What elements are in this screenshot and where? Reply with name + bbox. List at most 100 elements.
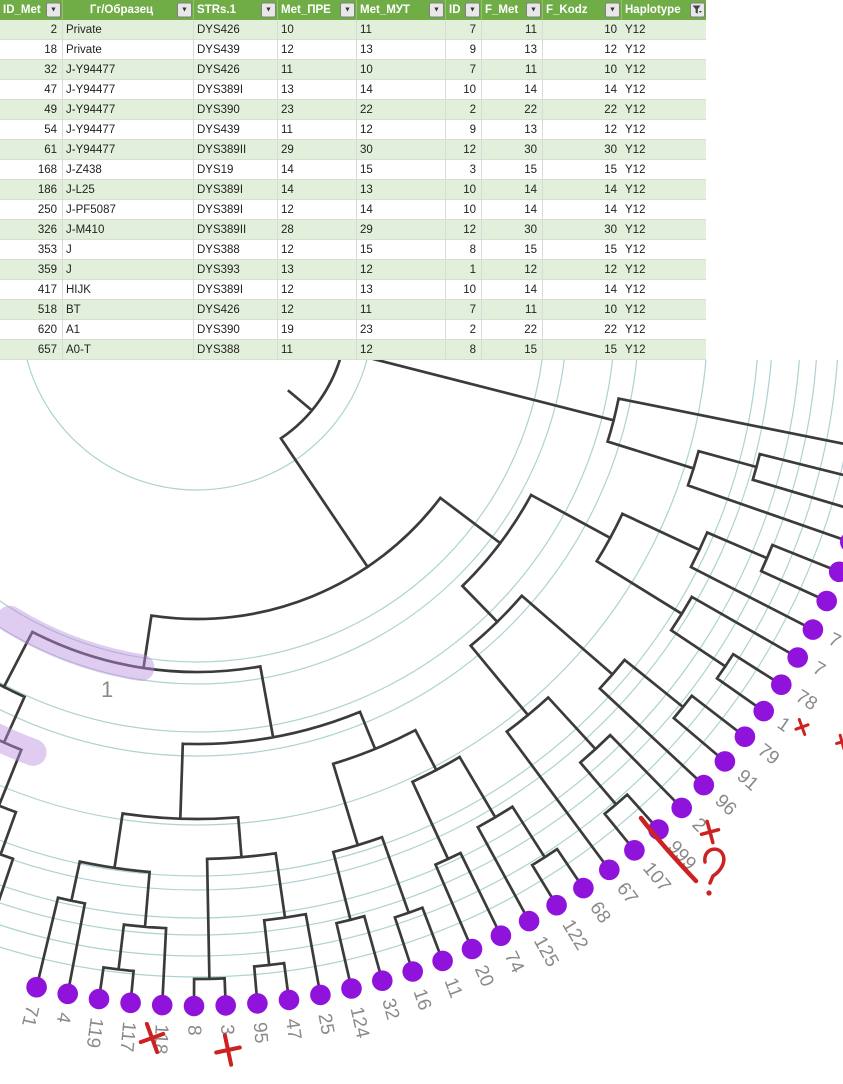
- cell-id_met: 353: [0, 240, 63, 260]
- filter-button-met_pre[interactable]: ▼: [340, 2, 355, 18]
- highlight-stroke: [0, 605, 155, 682]
- cell-f_met: 22: [482, 320, 543, 340]
- cell-f_kodz: 14: [543, 200, 622, 220]
- cell-f_kodz: 14: [543, 80, 622, 100]
- cell-haplotype: Y12: [622, 100, 706, 120]
- tree-branches: [0, 360, 843, 1008]
- cell-id: 2: [446, 100, 482, 120]
- cell-met_mut: 13: [357, 280, 446, 300]
- leaf-dot: [734, 726, 756, 747]
- cell-id_met: 518: [0, 300, 63, 320]
- leaf-dot: [432, 950, 453, 972]
- cell-obrazec: Private: [63, 20, 194, 40]
- cell-f_met: 13: [482, 120, 543, 140]
- leaf-label: 79: [753, 740, 783, 770]
- column-header-strs1: STRs.1▼: [194, 0, 278, 20]
- cell-obrazec: J: [63, 260, 194, 280]
- annotation-cross-mark: [794, 717, 810, 737]
- cell-haplotype: Y12: [622, 280, 706, 300]
- leaf-label: 74: [500, 948, 528, 977]
- cell-haplotype: Y12: [622, 140, 706, 160]
- column-header-met_pre: Met_ПРЕ▼: [278, 0, 357, 20]
- cell-met_pre: 12: [278, 300, 357, 320]
- cell-met_mut: 14: [357, 80, 446, 100]
- cell-strs1: DYS426: [194, 60, 278, 80]
- column-header-label: F_Kodz: [546, 4, 588, 16]
- leaf-label: 96: [711, 790, 741, 820]
- cell-f_met: 14: [482, 200, 543, 220]
- filter-button-id_met[interactable]: ▼: [46, 2, 61, 18]
- cell-f_kodz: 14: [543, 280, 622, 300]
- cell-strs1: DYS393: [194, 260, 278, 280]
- cell-obrazec: J-Y94477: [63, 120, 194, 140]
- grid-circle: [0, 360, 758, 877]
- cell-strs1: DYS390: [194, 320, 278, 340]
- cell-f_met: 30: [482, 220, 543, 240]
- cell-id: 3: [446, 160, 482, 180]
- column-header-label: Met_МУТ: [360, 4, 410, 16]
- column-header-f_kodz: F_Kodz ▼: [543, 0, 622, 20]
- cell-id_met: 168: [0, 160, 63, 180]
- leaf-dot: [771, 674, 792, 695]
- filter-button-strs1[interactable]: ▼: [261, 2, 276, 18]
- cell-id_met: 326: [0, 220, 63, 240]
- leaf-label: 71: [17, 1003, 42, 1028]
- leaf-dot: [693, 774, 715, 796]
- filter-button-haplotype[interactable]: [690, 2, 705, 18]
- cell-met_pre: 28: [278, 220, 357, 240]
- cell-met_pre: 14: [278, 160, 357, 180]
- leaf-dot: [461, 938, 483, 960]
- cell-met_pre: 14: [278, 180, 357, 200]
- column-header-label: Гг/Образец: [89, 4, 154, 16]
- dropdown-arrow-icon: ▼: [181, 6, 188, 14]
- cell-f_kodz: 30: [543, 220, 622, 240]
- cell-id: 8: [446, 340, 482, 360]
- cell-met_mut: 12: [357, 120, 446, 140]
- filter-button-f_met[interactable]: ▼: [526, 2, 541, 18]
- cell-met_mut: 11: [357, 300, 446, 320]
- dropdown-arrow-icon: ▼: [50, 6, 57, 14]
- filter-button-id[interactable]: ▼: [465, 2, 480, 18]
- leaf-dot: [802, 619, 824, 640]
- grid-circle: [0, 360, 817, 936]
- annotation-cross-mark: [835, 733, 843, 751]
- filter-button-met_mut[interactable]: ▼: [429, 2, 444, 18]
- leaf-label: 7: [809, 658, 829, 681]
- cell-met_mut: 15: [357, 240, 446, 260]
- cell-id: 1: [446, 260, 482, 280]
- filter-button-obrazec[interactable]: ▼: [177, 2, 192, 18]
- leaf-label: 4: [52, 1011, 75, 1026]
- grid-circle: [0, 360, 800, 919]
- leaf-label: 20: [470, 962, 498, 990]
- leaf-label: 124: [345, 1005, 373, 1041]
- leaf-dot: [183, 995, 205, 1017]
- cell-id: 10: [446, 280, 482, 300]
- cell-strs1: DYS388: [194, 240, 278, 260]
- cell-id: 7: [446, 20, 482, 40]
- cell-obrazec: J-PF5087: [63, 200, 194, 220]
- cell-met_pre: 12: [278, 240, 357, 260]
- filter-button-f_kodz[interactable]: ▼: [605, 2, 620, 18]
- cell-met_mut: 15: [357, 160, 446, 180]
- cell-f_met: 14: [482, 180, 543, 200]
- cell-obrazec: J-Y94477: [63, 60, 194, 80]
- cell-id_met: 18: [0, 40, 63, 60]
- cell-id_met: 2: [0, 20, 63, 40]
- leaf-dot: [490, 925, 512, 946]
- cell-id: 7: [446, 60, 482, 80]
- cell-strs1: DYS439: [194, 120, 278, 140]
- dropdown-arrow-icon: ▼: [344, 6, 351, 14]
- cell-f_met: 11: [482, 300, 543, 320]
- cell-met_mut: 22: [357, 100, 446, 120]
- cell-f_kodz: 15: [543, 340, 622, 360]
- cell-haplotype: Y12: [622, 40, 706, 60]
